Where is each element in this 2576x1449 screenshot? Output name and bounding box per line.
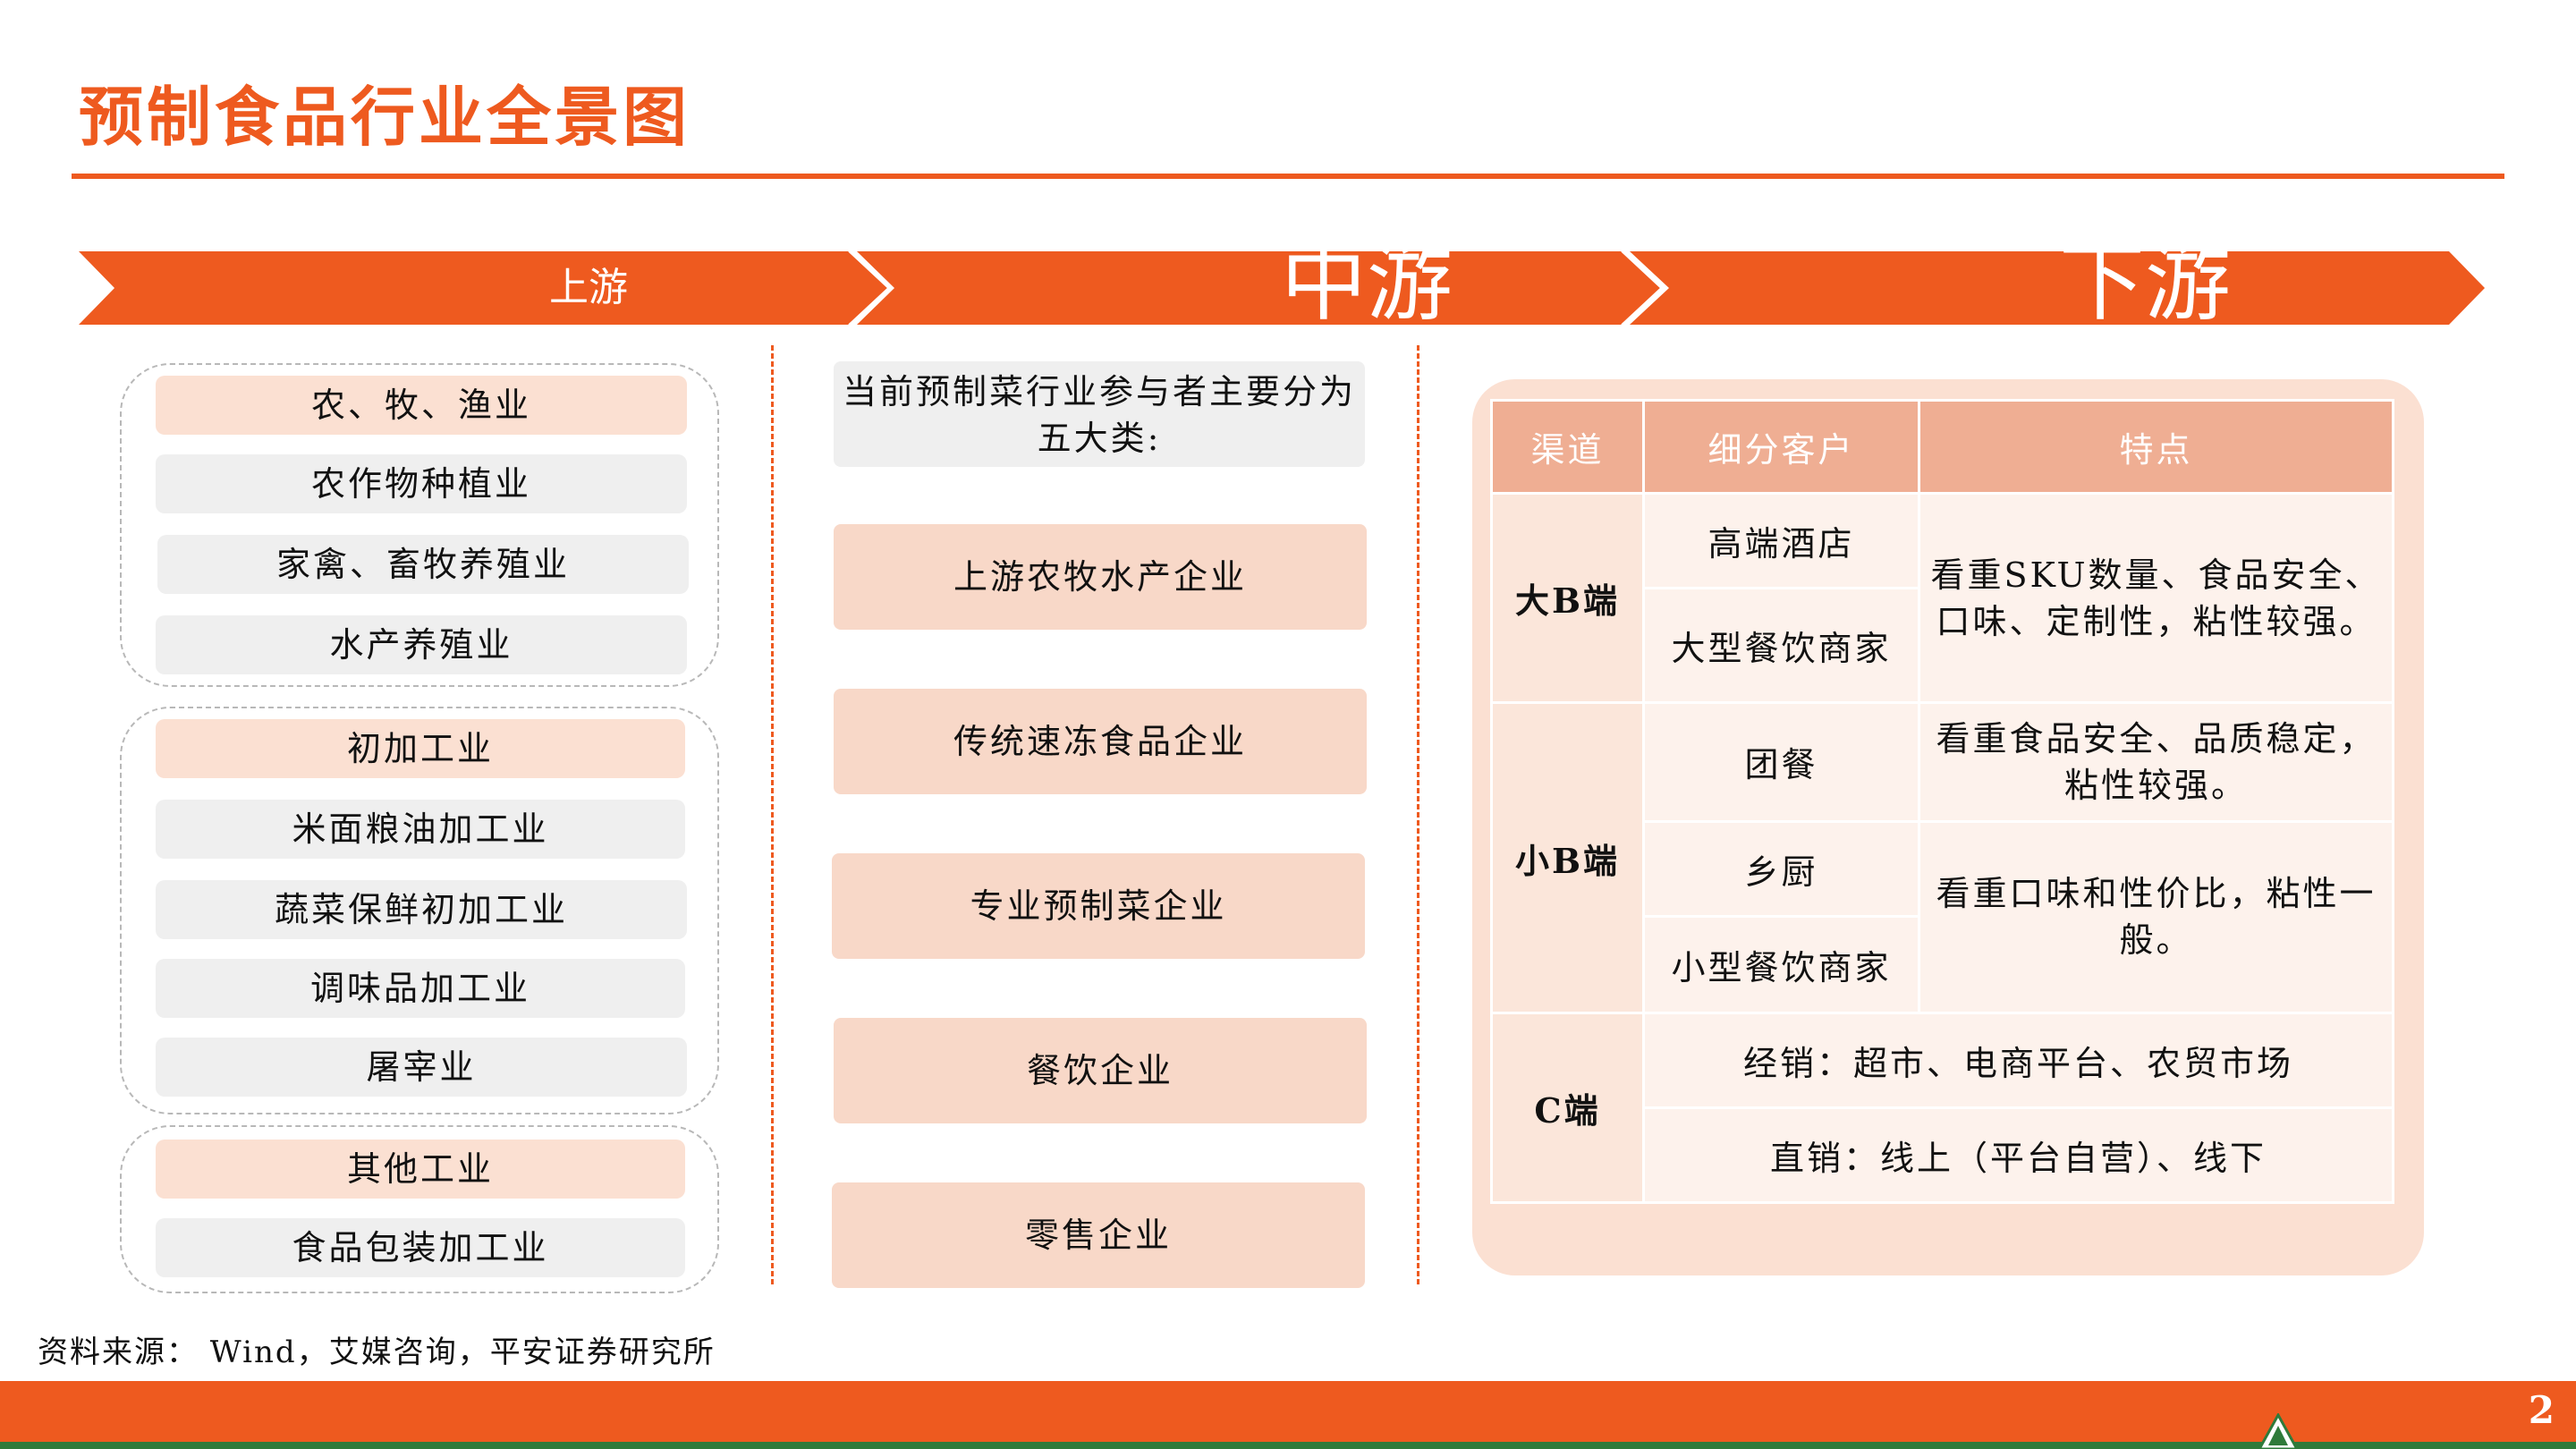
footer-bar xyxy=(0,1381,2576,1449)
channel-detail-cell: 直销：线上（平台自营）、线下 xyxy=(1642,1106,2394,1205)
customer-cell: 团餐 xyxy=(1642,701,1920,823)
list-item: 米面粮油加工业 xyxy=(156,800,685,859)
upstream-group-agriculture xyxy=(120,363,719,687)
chevron-separator-1 xyxy=(848,251,892,325)
upstream-group-processing xyxy=(120,707,719,1114)
title-divider xyxy=(72,174,2504,179)
table-row: 直销：线上（平台自营）、线下 xyxy=(1492,1106,2394,1205)
downstream-label: 下游 xyxy=(2059,233,2231,333)
list-item: 农作物种植业 xyxy=(156,454,687,513)
table-row: C端 经销：超市、电商平台、农贸市场 xyxy=(1490,1011,2394,1205)
channel-cell: 大B端 xyxy=(1490,492,1645,705)
banner-arrows xyxy=(79,251,2485,325)
table-row: 小B端 团餐 看重食品安全、品质稳定，粘性较强。 xyxy=(1490,701,2394,1014)
upstream-label: 上游 xyxy=(549,265,628,310)
table-row: 大B端 高端酒店 看重SKU数量、食品安全、口味、定制性，粘性较强。 xyxy=(1490,492,2394,705)
source-note: 资料来源： Wind，艾媒咨询，平安证券研究所 xyxy=(38,1335,716,1370)
feature-cell: 看重食品安全、品质稳定，粘性较强。 xyxy=(1918,701,2394,823)
feature-cell: 看重口味和性价比，粘性一般。 xyxy=(1918,819,2394,1014)
group-header: 农、牧、渔业 xyxy=(156,376,687,435)
channel-cell: 小B端 xyxy=(1490,701,1645,1014)
list-item: 家禽、畜牧养殖业 xyxy=(157,535,689,594)
header-cell: 细分客户 xyxy=(1642,398,1920,496)
midstream-arrow xyxy=(857,251,1662,325)
page-number: 2 xyxy=(2528,1388,2555,1432)
midstream-label: 中游 xyxy=(1281,233,1453,333)
divider-upstream-midstream xyxy=(771,345,774,1284)
table-header-row: 渠道 细分客户 特点 xyxy=(1490,398,2394,496)
chevron-separator-2 xyxy=(1621,251,1665,325)
category-box: 传统速冻食品企业 xyxy=(834,689,1367,794)
downstream-arrow xyxy=(1630,251,2485,325)
upstream-group-other xyxy=(120,1125,719,1293)
company-logo-icon xyxy=(2258,1413,2299,1449)
customer-cell: 高端酒店 xyxy=(1642,492,1920,590)
table-row: 乡厨 看重口味和性价比，粘性一般。 xyxy=(1492,819,2394,1014)
group-header: 初加工业 xyxy=(156,719,685,778)
downstream-table: 渠道 细分客户 特点 大B端 高端酒店 看重SKU数量、食品安全、口味、定制性，… xyxy=(1490,398,2394,1205)
category-box: 上游农牧水产企业 xyxy=(834,524,1367,630)
list-item: 调味品加工业 xyxy=(156,959,685,1018)
list-item: 水产养殖业 xyxy=(156,615,687,674)
table-row: 大型餐饮商家 xyxy=(1492,587,2394,705)
customer-cell: 乡厨 xyxy=(1642,819,1920,918)
channel-cell: C端 xyxy=(1490,1011,1645,1205)
page-title: 预制食品行业全景图 xyxy=(79,79,691,155)
upstream-arrow xyxy=(79,251,888,325)
category-box: 专业预制菜企业 xyxy=(832,853,1365,959)
header-cell: 渠道 xyxy=(1490,398,1645,496)
midstream-intro: 当前预制菜行业参与者主要分为五大类: xyxy=(834,361,1365,467)
footer-stripe xyxy=(0,1442,2576,1449)
list-item: 屠宰业 xyxy=(156,1038,687,1097)
customer-cell: 大型餐饮商家 xyxy=(1642,587,1920,705)
customer-cell: 小型餐饮商家 xyxy=(1642,914,1920,1014)
channel-detail-cell: 经销：超市、电商平台、农贸市场 xyxy=(1642,1011,2394,1109)
divider-midstream-downstream xyxy=(1417,345,1419,1284)
stage-banner: 上游 中游 下游 xyxy=(79,240,2485,326)
header-cell: 特点 xyxy=(1918,398,2394,496)
category-box: 餐饮企业 xyxy=(834,1018,1367,1123)
table-row: 小型餐饮商家 xyxy=(1492,914,2394,1014)
list-item: 蔬菜保鲜初加工业 xyxy=(156,880,687,939)
list-item: 食品包装加工业 xyxy=(156,1218,685,1277)
feature-cell: 看重SKU数量、食品安全、口味、定制性，粘性较强。 xyxy=(1918,492,2394,705)
category-box: 零售企业 xyxy=(832,1182,1365,1288)
group-header: 其他工业 xyxy=(156,1140,685,1199)
